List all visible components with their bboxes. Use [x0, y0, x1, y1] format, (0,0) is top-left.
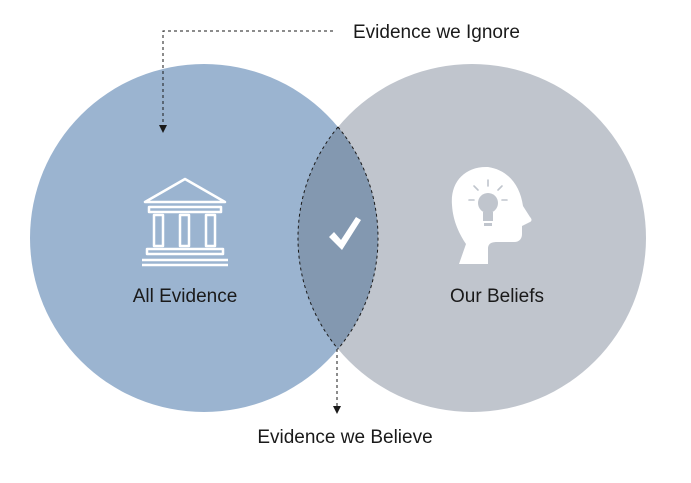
- courthouse-icon: [142, 177, 228, 267]
- all-evidence-label: All Evidence: [133, 286, 238, 307]
- our-beliefs-label: Our Beliefs: [450, 286, 544, 307]
- believe-arrow: [333, 349, 341, 414]
- ignore-arrow: [159, 30, 333, 133]
- head-lightbulb-icon: [451, 166, 532, 264]
- intersection-outline: [297, 126, 379, 350]
- checkmark-icon: [329, 217, 361, 250]
- all-evidence-circle: [30, 64, 378, 412]
- ignore-label: Evidence we Ignore: [353, 22, 520, 43]
- believe-label: Evidence we Believe: [257, 427, 432, 448]
